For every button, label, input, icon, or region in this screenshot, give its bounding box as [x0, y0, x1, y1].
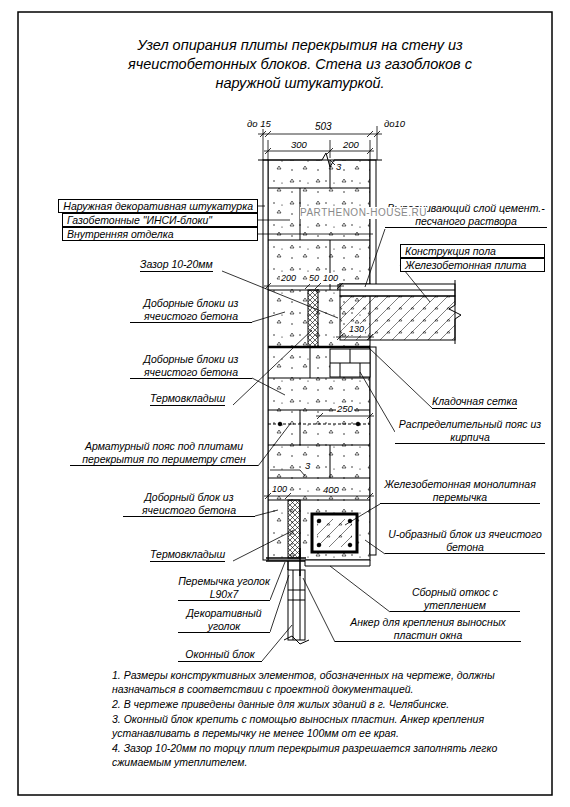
callout-box: Газобетонные "ИНСИ-блоки" — [62, 213, 258, 227]
dimension-text: 100 — [322, 273, 339, 284]
callout-label: Доборные блоки из ячеистого бетона — [130, 353, 252, 379]
callout-label: Термовкладыш — [150, 392, 225, 406]
dimension-text: 100 — [271, 484, 288, 495]
dimension-text: 400 — [322, 484, 340, 495]
callout-label: Декоративный уголок — [178, 607, 270, 633]
callout-label: Анкер для крепления выносных пластин окн… — [335, 616, 521, 642]
callout-text: Наружная декоративная штукатурка — [63, 200, 253, 212]
dimension-text: 130 — [348, 324, 365, 335]
callout-text: Железобетонная плита — [405, 259, 526, 271]
note-text: 4. Зазор 10-20мм по торцу плит перекрыти… — [112, 741, 532, 769]
dimension-text: 200 — [280, 273, 297, 284]
callout-label: Сборный откос с утеплением — [390, 586, 520, 612]
note-text: 2. В чертеже приведены данные для жилых … — [112, 697, 532, 711]
dimension-text: 250 — [336, 403, 354, 414]
dimension-text: 50 — [308, 273, 320, 284]
note-text: 1. Размеры конструктивных элементов, обо… — [112, 668, 532, 696]
watermark: PARTHENON-HOUSE.RU — [300, 207, 427, 219]
callout-box: Внутренняя отделка — [62, 227, 258, 241]
callout-label: Перемычка уголок L90x7 — [178, 575, 270, 601]
dimension-text: 300 — [290, 139, 308, 150]
callout-text: Внутренняя отделка — [67, 228, 174, 240]
section-mark: 3 — [304, 460, 311, 471]
dimension-text: до 15 — [246, 118, 272, 129]
callout-label: Арматурный пояс под плитами перекрытия п… — [70, 440, 258, 466]
callout-box: Конструкция пола — [400, 244, 545, 258]
section-mark: 3 — [335, 161, 342, 172]
callout-label: U-образный блок из ячеистого бетона — [385, 528, 545, 554]
callout-label: Термовкладыш — [150, 548, 225, 562]
drawing-title: Узел опирания плиты перекрытия на стену … — [120, 36, 480, 93]
dimension-text: до10 — [383, 118, 406, 129]
note-text: 3. Оконный блок крепить с помощью выносн… — [112, 712, 532, 740]
callout-label: Распределительный пояс из кирпича — [395, 418, 545, 444]
dimension-lines — [258, 126, 382, 499]
callout-box: Наружная декоративная штукатурка — [58, 199, 258, 213]
callout-text: Газобетонные "ИНСИ-блоки" — [67, 214, 212, 226]
callout-label: Зазор 10-20мм — [140, 258, 213, 272]
dimension-text: 503 — [314, 121, 333, 133]
callout-box: Железобетонная плита — [400, 258, 545, 272]
callout-label: Железобетонная монолитная перемычка — [380, 478, 540, 504]
callout-label: Доборные блоки из ячеистого бетона — [130, 297, 252, 323]
dimension-text: 200 — [342, 139, 360, 150]
callout-label: Оконный блок — [178, 648, 262, 662]
callout-label: Кладочная сетка — [432, 395, 517, 409]
sheet-frame — [18, 12, 552, 795]
callout-text: Конструкция пола — [405, 245, 496, 257]
callout-label: Доборный блок из ячеистого бетона — [123, 491, 255, 517]
